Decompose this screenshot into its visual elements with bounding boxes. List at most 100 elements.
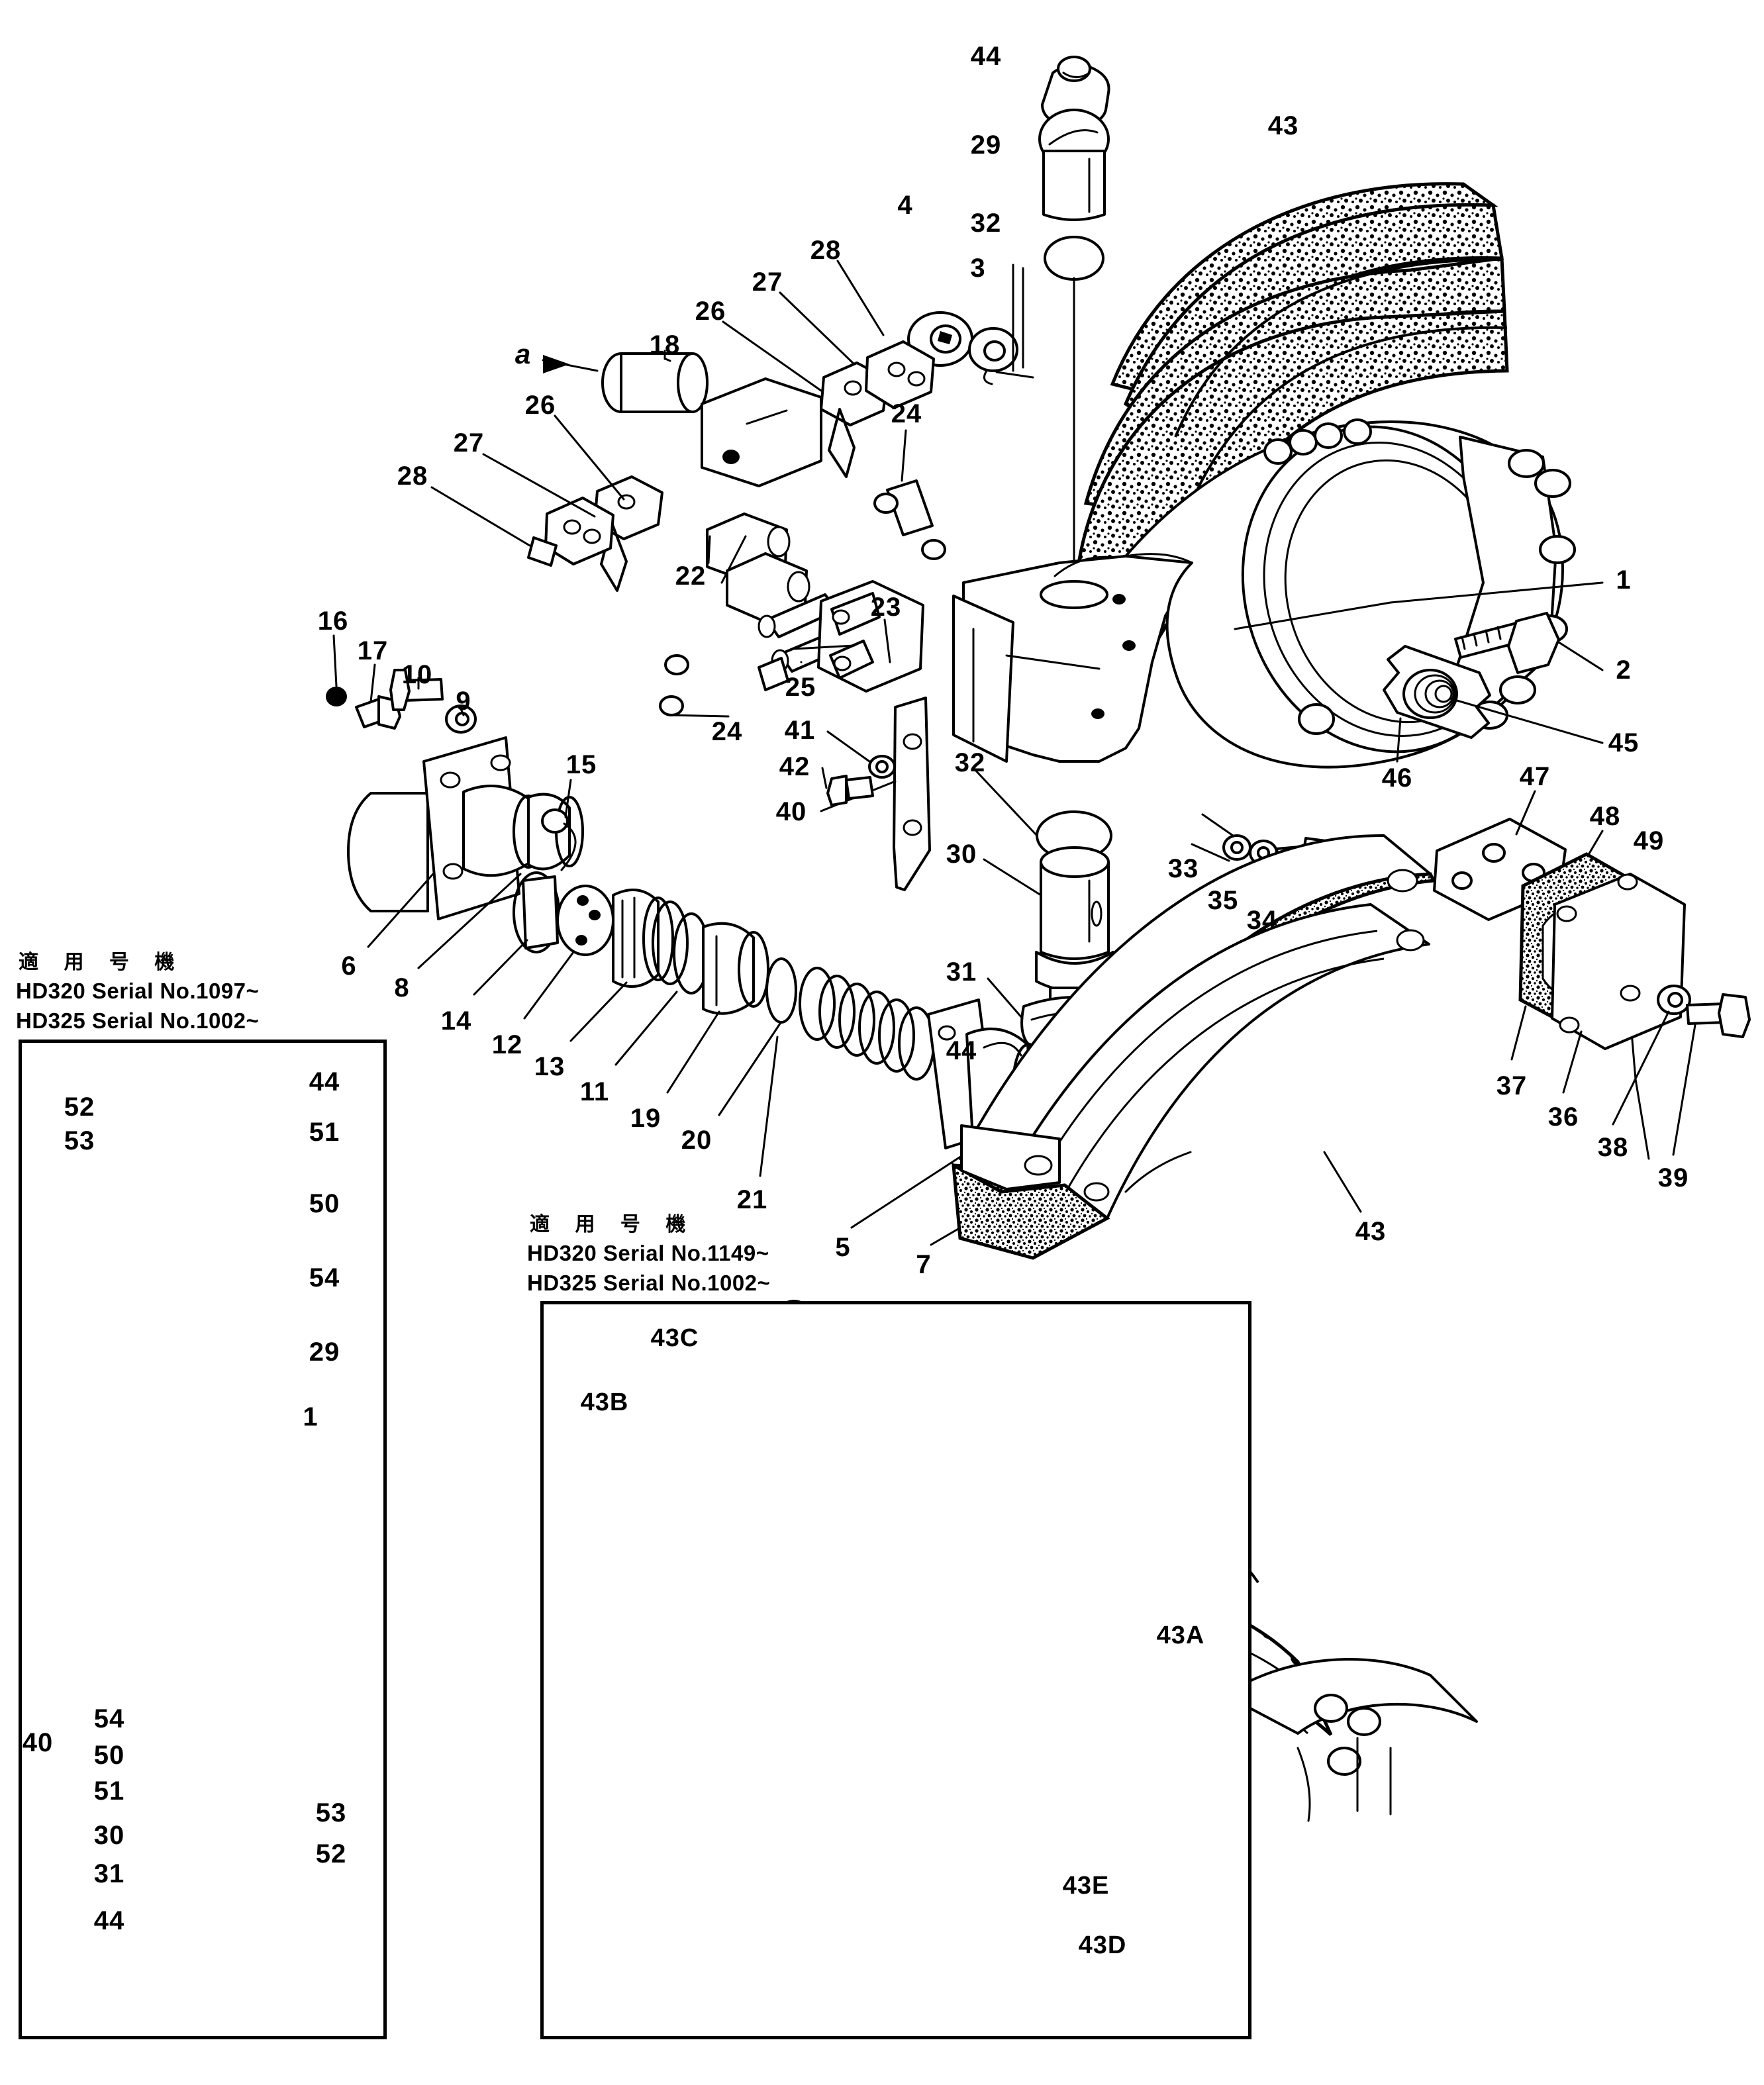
part-44-center: [1046, 1044, 1103, 1093]
part-24-pin-left: [659, 654, 689, 716]
callout-label-44: 44: [946, 1036, 977, 1065]
part-24-pins: [873, 479, 946, 560]
part-42-bolt: [826, 775, 874, 806]
callout-label-2: 2: [1616, 655, 1632, 685]
callout-label-29: 29: [970, 130, 1002, 160]
part-3: [968, 327, 1018, 385]
callout-label-15: 15: [565, 750, 597, 779]
callout-label-26: 26: [524, 391, 556, 420]
part-2-bolt: [1454, 612, 1560, 674]
part-14-retainer: [522, 875, 559, 949]
part-28-bracket-lower-left: [527, 497, 614, 567]
callout-label-7: 7: [916, 1250, 932, 1279]
callout-label-5: 5: [835, 1233, 851, 1262]
callout-label-25: 25: [785, 673, 816, 702]
part-11-seal: [652, 900, 710, 994]
callout-label-52: 52: [315, 1839, 347, 1868]
callout-label-28: 28: [810, 236, 842, 265]
callout-label-35: 35: [1207, 886, 1239, 915]
part-20-ring: [765, 957, 797, 1024]
part-27-bracket-upper-right: [820, 362, 889, 478]
callout-label-21: 21: [736, 1185, 768, 1214]
callout-label-23: 23: [870, 593, 902, 622]
part-29-top: [1038, 109, 1110, 221]
callout-label-53: 53: [315, 1798, 347, 1827]
part-33-35-34: [1222, 834, 1331, 877]
part-40-plate: [893, 697, 931, 891]
callout-label-44: 44: [970, 42, 1002, 71]
callout-label-11: 11: [579, 1077, 610, 1106]
callout-label-17: 17: [357, 636, 389, 665]
callout-label-32: 32: [954, 748, 986, 777]
part-28-bracket-upper-right: [865, 340, 935, 409]
part-13-cup: [612, 889, 674, 988]
callout-label-51: 51: [93, 1776, 125, 1806]
callout-label-24: 24: [711, 717, 743, 746]
callout-label-42: 42: [779, 752, 810, 781]
part-37-gasket: [1518, 852, 1644, 1032]
callout-label-22: 22: [675, 561, 707, 591]
callout-label-33: 33: [1167, 854, 1199, 883]
callout-label-14: 14: [440, 1006, 472, 1036]
callout-label-43e: 43E: [1062, 1872, 1110, 1900]
callout-label-13: 13: [534, 1052, 565, 1081]
callout-label-26: 26: [695, 297, 726, 326]
callout-label-44: 44: [309, 1067, 340, 1096]
callout-label-53: 53: [64, 1126, 95, 1155]
part-30-center: [1035, 846, 1114, 993]
part-43-upper-shoe: [1071, 182, 1509, 671]
callout-label-3: 3: [970, 254, 986, 283]
callout-label-54: 54: [309, 1263, 340, 1292]
callout-label-24: 24: [891, 399, 922, 428]
callout-label-40: 40: [22, 1728, 54, 1757]
callout-label-6: 6: [341, 951, 357, 981]
callout-label-47: 47: [1519, 762, 1551, 791]
callout-label-18: 18: [649, 330, 681, 360]
callout-label-9: 9: [456, 687, 471, 716]
part-17-fitting: [355, 695, 401, 730]
part-15-pin: [541, 808, 577, 871]
part-32-top: [1044, 236, 1104, 281]
note-top-left-line2: HD325 Serial No.1002~: [16, 1008, 260, 1033]
note-center-jp-heading: 適 用 号 機: [530, 1213, 695, 1236]
callout-label-44: 44: [93, 1906, 125, 1935]
note-center-line2: HD325 Serial No.1002~: [527, 1271, 771, 1295]
callout-label-43: 43: [1355, 1217, 1387, 1246]
callout-label-31: 31: [93, 1859, 125, 1888]
callout-label-4: 4: [897, 191, 913, 220]
part-8-ring: [513, 871, 560, 953]
callout-label-43b: 43B: [580, 1388, 629, 1416]
callout-label-41: 41: [784, 716, 816, 745]
part-43-lower-shoe: [952, 834, 1436, 1260]
callout-label-16: 16: [317, 606, 349, 636]
callout-label-37: 37: [1496, 1071, 1528, 1100]
part-44-top: [1041, 56, 1110, 128]
part-39-bolt: [1686, 993, 1751, 1038]
part-32-center: [1036, 810, 1112, 861]
callout-label-43d: 43D: [1078, 1931, 1127, 1959]
callout-label-54: 54: [93, 1704, 125, 1733]
callout-label-28: 28: [397, 461, 428, 491]
callout-label-45: 45: [1608, 728, 1640, 757]
callout-label-50: 50: [309, 1189, 340, 1218]
callout-label-36: 36: [1547, 1102, 1579, 1132]
callout-label-20: 20: [681, 1126, 712, 1155]
callout-label-43: 43: [1267, 111, 1299, 140]
part-19-piston: [702, 922, 769, 1015]
part-5-flange: [927, 998, 1044, 1149]
part-48-washer: [1545, 886, 1577, 915]
callout-label-30: 30: [946, 840, 977, 869]
callout-label-27: 27: [752, 267, 783, 297]
callout-label-39: 39: [1657, 1163, 1689, 1192]
part-49-bolt: [1573, 894, 1640, 938]
part-26-block-top: [701, 377, 822, 487]
callout-label-29: 29: [309, 1337, 340, 1367]
callout-label-34: 34: [1246, 906, 1278, 935]
callout-label-19: 19: [630, 1104, 662, 1133]
part-38-washer-2: [1657, 985, 1691, 1015]
callout-label-30: 30: [93, 1821, 125, 1850]
callout-label-51: 51: [309, 1118, 340, 1147]
callout-label-1: 1: [303, 1402, 318, 1431]
callout-label-32: 32: [970, 209, 1002, 238]
